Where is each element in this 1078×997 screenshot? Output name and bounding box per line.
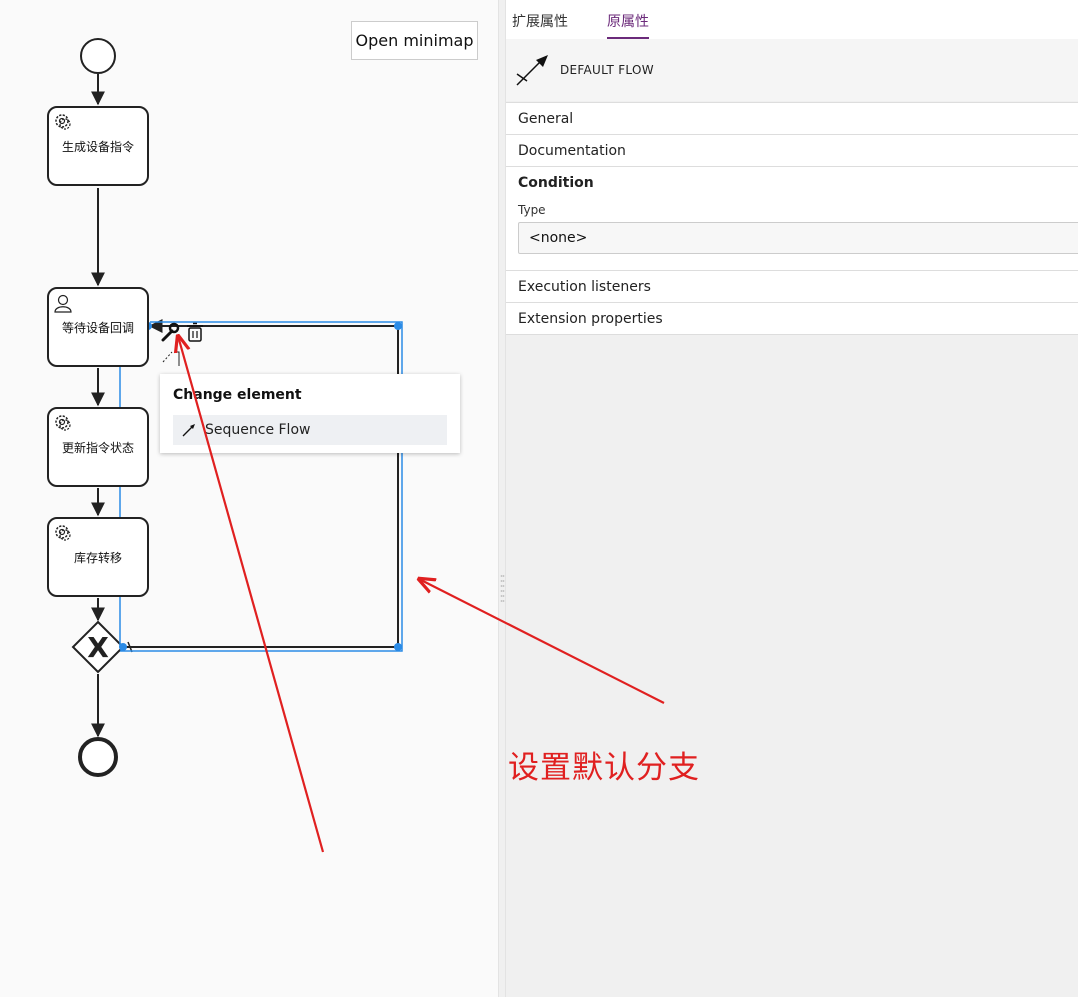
service-task[interactable]: 更新指令状态 <box>47 407 149 487</box>
default-flow-icon <box>516 55 548 86</box>
group-documentation[interactable]: Documentation <box>506 134 1078 166</box>
exclusive-gateway[interactable]: X <box>71 620 125 674</box>
group-execution-listeners[interactable]: Execution listeners <box>506 270 1078 302</box>
task-label: 生成设备指令 <box>61 140 134 154</box>
active-tab-indicator <box>607 37 649 39</box>
popup-title: Change element <box>173 387 302 403</box>
task-label: 更新指令状态 <box>61 441 134 455</box>
popup-entry-sequence-flow[interactable]: Sequence Flow <box>173 415 447 445</box>
group-general[interactable]: General <box>506 102 1078 134</box>
trash-icon[interactable] <box>185 322 205 342</box>
wrench-icon[interactable] <box>160 322 180 342</box>
sequence-flow-icon <box>182 424 195 437</box>
group-title[interactable]: Condition <box>518 175 594 191</box>
open-minimap-button[interactable]: Open minimap <box>351 21 478 60</box>
user-task[interactable]: 等待设备回调 <box>47 287 149 367</box>
tab-extension-properties[interactable]: 扩展属性 <box>512 14 568 30</box>
annotation-text: 设置默认分支 <box>508 750 700 786</box>
group-title: Documentation <box>518 143 626 159</box>
start-event[interactable] <box>80 38 116 74</box>
panel-resize-handle[interactable] <box>498 0 506 997</box>
group-title: General <box>518 111 574 127</box>
user-icon <box>54 294 72 313</box>
group-extension-properties[interactable]: Extension properties <box>506 302 1078 335</box>
popup-entry-label: Sequence Flow <box>205 422 311 438</box>
bpmn-canvas[interactable]: X 生成设备指令 等待设备回调 <box>0 0 498 997</box>
grip-icon <box>500 575 505 602</box>
gear-icon <box>55 415 71 431</box>
task-label: 等待设备回调 <box>61 321 134 335</box>
group-condition: Condition Type <none> <box>506 166 1078 270</box>
service-task[interactable]: 生成设备指令 <box>47 106 149 186</box>
change-element-popup: Change element Sequence Flow <box>160 374 460 453</box>
gear-icon <box>55 114 71 130</box>
end-event[interactable] <box>78 737 118 777</box>
default-flow-selected[interactable] <box>119 319 403 653</box>
task-label: 库存转移 <box>73 551 122 565</box>
svg-text:X: X <box>87 631 109 664</box>
panel-header: DEFAULT FLOW <box>506 39 1078 101</box>
condition-type-label: Type <box>518 203 546 217</box>
condition-type-select[interactable]: <none> <box>518 222 1078 254</box>
gear-icon <box>55 525 71 541</box>
group-title: Extension properties <box>518 311 663 327</box>
tab-original-properties[interactable]: 原属性 <box>607 14 649 30</box>
panel-tabs: 扩展属性 原属性 <box>506 0 1078 39</box>
element-type-title: DEFAULT FLOW <box>560 63 654 77</box>
group-title: Execution listeners <box>518 279 651 295</box>
properties-panel: 扩展属性 原属性 DEFAULT FLOW General Documentat… <box>506 0 1078 997</box>
service-task[interactable]: 库存转移 <box>47 517 149 597</box>
